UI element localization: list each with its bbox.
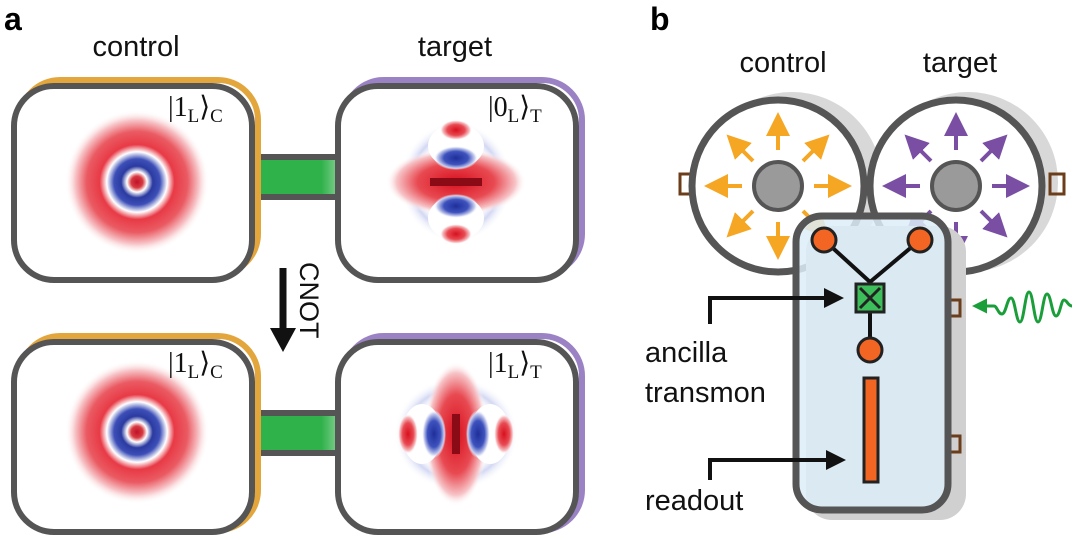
target-cavity-post xyxy=(930,160,982,212)
target-title-b: target xyxy=(923,47,997,79)
target-coupling-pad xyxy=(906,226,934,254)
panel-a-label: a xyxy=(4,1,22,37)
ket-label: |0L⟩T xyxy=(488,92,542,127)
wigner-ring-pattern xyxy=(65,110,209,254)
target-title-a: target xyxy=(418,31,492,63)
ket-label: |1L⟩C xyxy=(168,92,223,127)
panel-a: a control target |1L⟩C xyxy=(4,1,585,535)
ancilla-transmon-circuit xyxy=(810,226,934,364)
control-box-top: |1L⟩C xyxy=(11,77,261,283)
control-box-bottom: |1L⟩C xyxy=(11,333,261,535)
ket-label: |1L⟩C xyxy=(168,348,223,383)
panel-b-label: b xyxy=(650,1,670,37)
control-title-b: control xyxy=(739,47,826,79)
cnot-label: CNOT xyxy=(294,262,324,339)
target-box-bottom: |1L⟩T xyxy=(335,333,585,535)
target-box-top: |0L⟩T xyxy=(335,77,585,283)
readout-resonator xyxy=(862,376,880,484)
coupler-bottom xyxy=(248,410,346,456)
transmon-pad xyxy=(856,336,884,364)
control-coupling-pad xyxy=(810,226,838,254)
panel-b: b control target xyxy=(645,1,1073,520)
josephson-junction-icon xyxy=(854,282,886,314)
ancilla-callout-arrow xyxy=(708,288,844,324)
readout-callout-arrow xyxy=(708,450,846,480)
ancilla-label-line2: transmon xyxy=(645,377,766,409)
control-title-a: control xyxy=(92,31,179,63)
drive-signal-icon xyxy=(972,290,1073,324)
wigner-horizontal-pattern xyxy=(386,120,526,244)
coupler-top xyxy=(248,154,346,200)
readout-label: readout xyxy=(645,485,743,517)
target-cavity-port xyxy=(1048,172,1066,196)
cnot-arrow: CNOT xyxy=(270,262,324,352)
ancilla-label-line1: ancilla xyxy=(645,337,728,369)
wigner-vertical-pattern xyxy=(394,362,518,506)
control-cavity-post xyxy=(752,160,804,212)
wigner-ring-pattern xyxy=(65,360,209,504)
ket-label: |1L⟩T xyxy=(488,348,542,383)
